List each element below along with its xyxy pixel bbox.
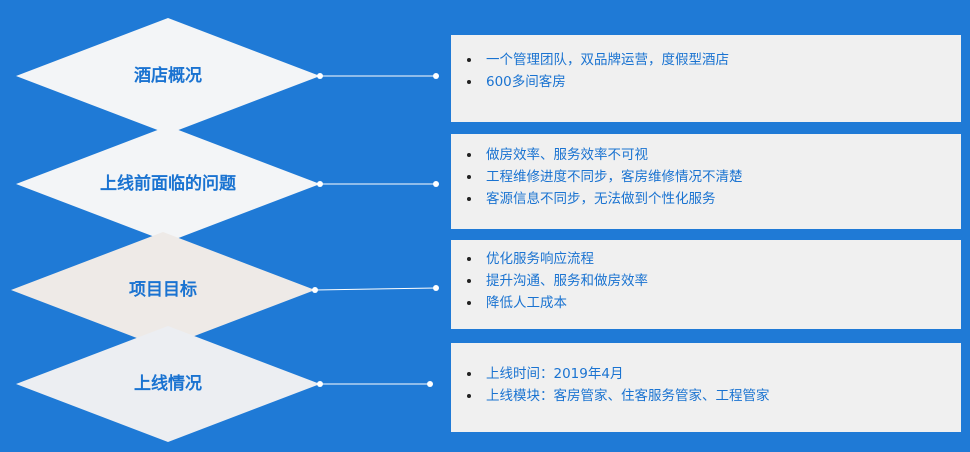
diamond-3 bbox=[11, 232, 439, 348]
bullet-item: 600多间客房 bbox=[461, 71, 951, 93]
diamond-label-hotel-overview: 酒店概况 bbox=[134, 66, 202, 86]
diamond-label-project-goals: 项目目标 bbox=[129, 280, 197, 300]
diamond-label-pre-launch-issues: 上线前面临的问题 bbox=[100, 174, 236, 194]
diamond-label-launch-status: 上线情况 bbox=[134, 374, 202, 394]
bullet-item: 提升沟通、服务和做房效率 bbox=[461, 270, 951, 292]
diamond-4 bbox=[16, 326, 433, 442]
bullet-item: 客源信息不同步，无法做到个性化服务 bbox=[461, 188, 951, 210]
bullet-item: 做房效率、服务效率不可视 bbox=[461, 144, 951, 166]
panel-hotel-overview: 一个管理团队，双品牌运营，度假型酒店 600多间客房 bbox=[451, 35, 961, 122]
bullet-item: 降低人工成本 bbox=[461, 292, 951, 314]
bullet-list: 优化服务响应流程 提升沟通、服务和做房效率 降低人工成本 bbox=[461, 248, 951, 314]
panel-project-goals: 优化服务响应流程 提升沟通、服务和做房效率 降低人工成本 bbox=[451, 240, 961, 329]
panel-launch-status: 上线时间：2019年4月 上线模块：客房管家、住客服务管家、工程管家 bbox=[451, 343, 961, 432]
bullet-item: 上线时间：2019年4月 bbox=[461, 363, 951, 385]
diamond-2 bbox=[16, 126, 439, 242]
bullet-item: 一个管理团队，双品牌运营，度假型酒店 bbox=[461, 49, 951, 71]
bullet-list: 一个管理团队，双品牌运营，度假型酒店 600多间客房 bbox=[461, 49, 951, 93]
panel-pre-launch-issues: 做房效率、服务效率不可视 工程维修进度不同步，客房维修情况不清楚 客源信息不同步… bbox=[451, 134, 961, 229]
bullet-item: 工程维修进度不同步，客房维修情况不清楚 bbox=[461, 166, 951, 188]
bullet-item: 优化服务响应流程 bbox=[461, 248, 951, 270]
bullet-list: 上线时间：2019年4月 上线模块：客房管家、住客服务管家、工程管家 bbox=[461, 363, 951, 407]
diamond-1 bbox=[16, 18, 439, 134]
bullet-item: 上线模块：客房管家、住客服务管家、工程管家 bbox=[461, 385, 951, 407]
bullet-list: 做房效率、服务效率不可视 工程维修进度不同步，客房维修情况不清楚 客源信息不同步… bbox=[461, 144, 951, 210]
